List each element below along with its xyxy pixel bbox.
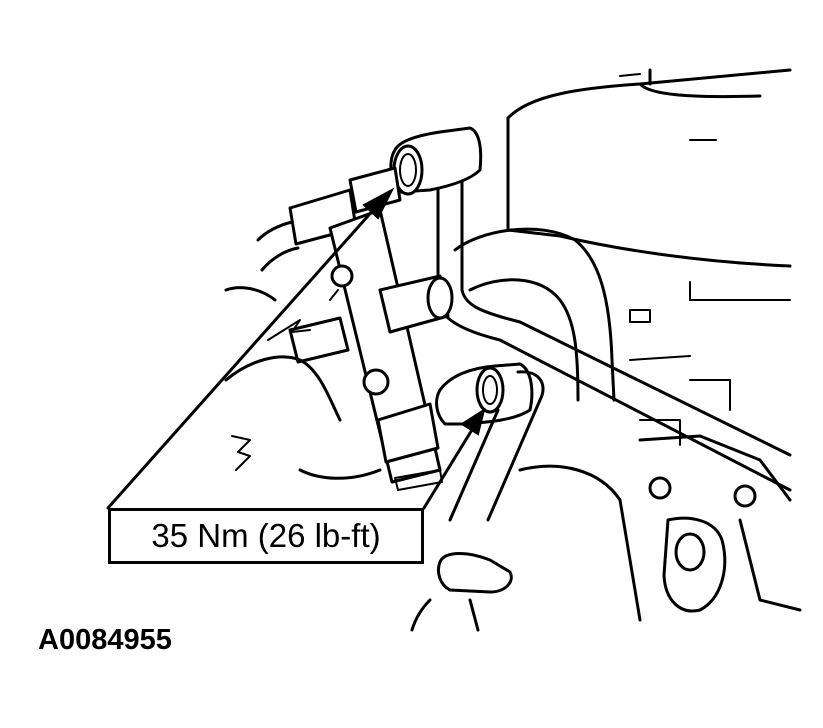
fuel-tube-right	[436, 168, 792, 492]
reservoir-tank	[506, 68, 792, 301]
torque-callout-leaders	[106, 187, 486, 510]
left-hose	[224, 286, 382, 480]
torque-callout: 35 Nm (26 lb-ft)	[108, 508, 424, 564]
torque-callout-text: 35 Nm (26 lb-ft)	[151, 517, 381, 554]
fuel-rail-bracket	[288, 208, 454, 491]
large-hose	[453, 227, 616, 402]
lower-arrowhead	[460, 407, 486, 436]
upper-arrowhead	[362, 187, 395, 220]
figure-id-label: A0084955	[38, 624, 172, 656]
lower-fitting	[435, 362, 545, 522]
engine-lower-parts	[410, 309, 802, 632]
